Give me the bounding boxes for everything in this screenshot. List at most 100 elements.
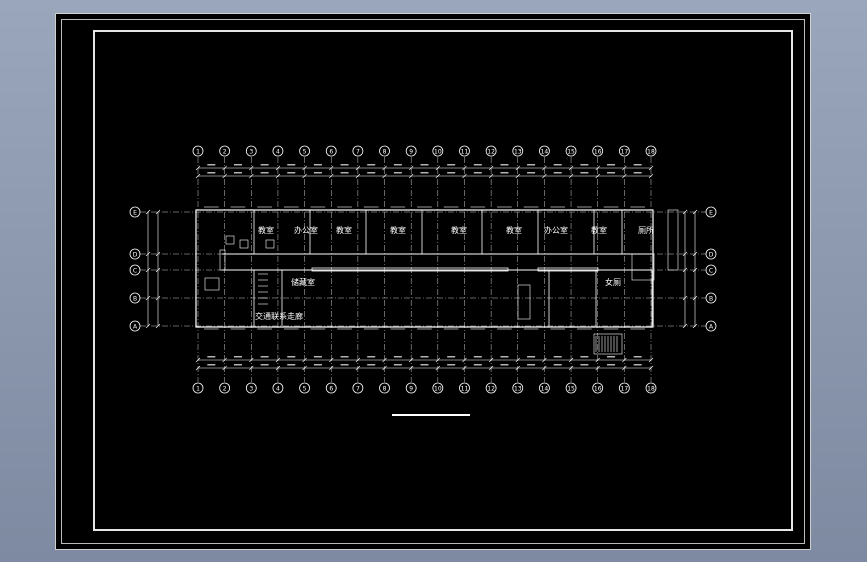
axis-bubble bbox=[129, 248, 141, 260]
axis-label: 11 bbox=[461, 386, 469, 393]
axis-bubble bbox=[512, 382, 524, 394]
sheet-border bbox=[61, 19, 805, 544]
axis-label: B bbox=[709, 296, 713, 303]
dimension-text bbox=[340, 172, 349, 174]
axis-label: 12 bbox=[487, 149, 495, 156]
axis-bubble bbox=[459, 145, 470, 157]
axis-label: 9 bbox=[409, 386, 413, 393]
axis-bubble bbox=[592, 382, 604, 394]
axis-bubble bbox=[565, 145, 577, 157]
axis-bubble bbox=[512, 145, 524, 157]
axis-label: 16 bbox=[594, 386, 602, 393]
dimension-text bbox=[340, 364, 349, 366]
axis-bubble bbox=[618, 382, 630, 394]
axis-grid: 1122334455667788991010111112121313141415… bbox=[129, 145, 717, 394]
dimension-text bbox=[527, 164, 536, 166]
axis-label: D bbox=[133, 252, 138, 259]
axis-label: 4 bbox=[276, 149, 280, 156]
axis-label: 6 bbox=[329, 386, 333, 393]
dimension-text bbox=[207, 364, 216, 366]
fixture bbox=[631, 253, 655, 281]
dimension-text bbox=[500, 356, 509, 358]
dimension-text bbox=[633, 356, 642, 358]
dimension-text bbox=[607, 364, 616, 366]
axis-label: 8 bbox=[383, 386, 387, 393]
axis-label: 13 bbox=[514, 386, 522, 393]
dimension-text bbox=[553, 364, 562, 366]
axis-bubble bbox=[485, 145, 497, 157]
stair bbox=[593, 333, 623, 355]
axis-label: 2 bbox=[223, 386, 227, 393]
axis-bubble bbox=[219, 382, 231, 394]
dimension-text bbox=[313, 356, 322, 358]
exterior-wall bbox=[195, 209, 654, 328]
axis-bubble bbox=[405, 145, 417, 157]
dimension-text bbox=[447, 164, 456, 166]
axis-label: 18 bbox=[647, 386, 655, 393]
dimension-text bbox=[420, 172, 429, 174]
axis-label: 6 bbox=[329, 149, 333, 156]
walls bbox=[145, 164, 698, 416]
corridor-rail bbox=[537, 267, 599, 272]
axis-label: 7 bbox=[356, 386, 360, 393]
axis-bubble bbox=[192, 382, 204, 394]
axis-label: E bbox=[709, 210, 713, 217]
axis-bubble bbox=[618, 145, 630, 157]
dimension-text bbox=[287, 364, 296, 366]
fixture bbox=[517, 284, 531, 320]
dimension-text bbox=[420, 356, 429, 358]
fixture bbox=[219, 249, 226, 271]
title-frame bbox=[93, 30, 793, 531]
dimension-text bbox=[473, 364, 482, 366]
dimension-text bbox=[367, 356, 376, 358]
axis-label: E bbox=[133, 210, 137, 217]
column bbox=[265, 239, 275, 249]
axis-bubble bbox=[705, 320, 717, 332]
room-label: 教室 bbox=[336, 225, 352, 235]
axis-bubble bbox=[129, 264, 141, 276]
dimension-text bbox=[553, 172, 562, 174]
axis-bubble bbox=[705, 292, 717, 304]
room-label: 教室 bbox=[506, 225, 522, 235]
axis-bubble bbox=[352, 145, 364, 157]
axis-bubble bbox=[379, 145, 390, 157]
axis-bubble bbox=[352, 382, 364, 394]
axis-label: 13 bbox=[514, 149, 522, 156]
dimension-text bbox=[393, 164, 402, 166]
dimension-text bbox=[473, 164, 482, 166]
dimension-text bbox=[527, 356, 536, 358]
axis-label: A bbox=[709, 324, 714, 331]
axis-bubble bbox=[705, 264, 717, 276]
axis-label: 17 bbox=[621, 386, 629, 393]
axis-bubble bbox=[245, 145, 257, 157]
axis-bubble bbox=[705, 248, 717, 260]
axis-label: 17 bbox=[621, 149, 629, 156]
dimension-text bbox=[633, 364, 642, 366]
dimension-text bbox=[393, 364, 402, 366]
dimension-text bbox=[393, 356, 402, 358]
axis-label: 12 bbox=[487, 386, 495, 393]
corridor-rail bbox=[311, 267, 509, 272]
axis-label: D bbox=[709, 252, 714, 259]
axis-label: 3 bbox=[249, 386, 253, 393]
dimension-text bbox=[340, 356, 349, 358]
fixture bbox=[204, 277, 220, 291]
axis-label: 11 bbox=[461, 149, 469, 156]
axis-label: C bbox=[709, 268, 713, 275]
axis-label: 1 bbox=[196, 149, 200, 156]
dimension-text bbox=[607, 172, 616, 174]
room-labels: 教室 办公室 教室 教室 教室 教室 办公室 教室 厕所 储藏室 女厕 交通联系… bbox=[255, 225, 654, 321]
axis-label: 14 bbox=[541, 149, 549, 156]
column bbox=[225, 235, 235, 245]
dimension-text bbox=[313, 164, 322, 166]
axis-bubble bbox=[272, 145, 284, 157]
axis-bubble bbox=[485, 382, 497, 394]
dimension-text bbox=[447, 172, 456, 174]
axis-label: 9 bbox=[409, 149, 413, 156]
dimension-text bbox=[207, 164, 216, 166]
dimension-text bbox=[420, 364, 429, 366]
dimension-tick bbox=[155, 323, 161, 329]
dimension-text bbox=[287, 356, 296, 358]
dimension-text bbox=[233, 164, 242, 166]
dimension-text bbox=[367, 364, 376, 366]
